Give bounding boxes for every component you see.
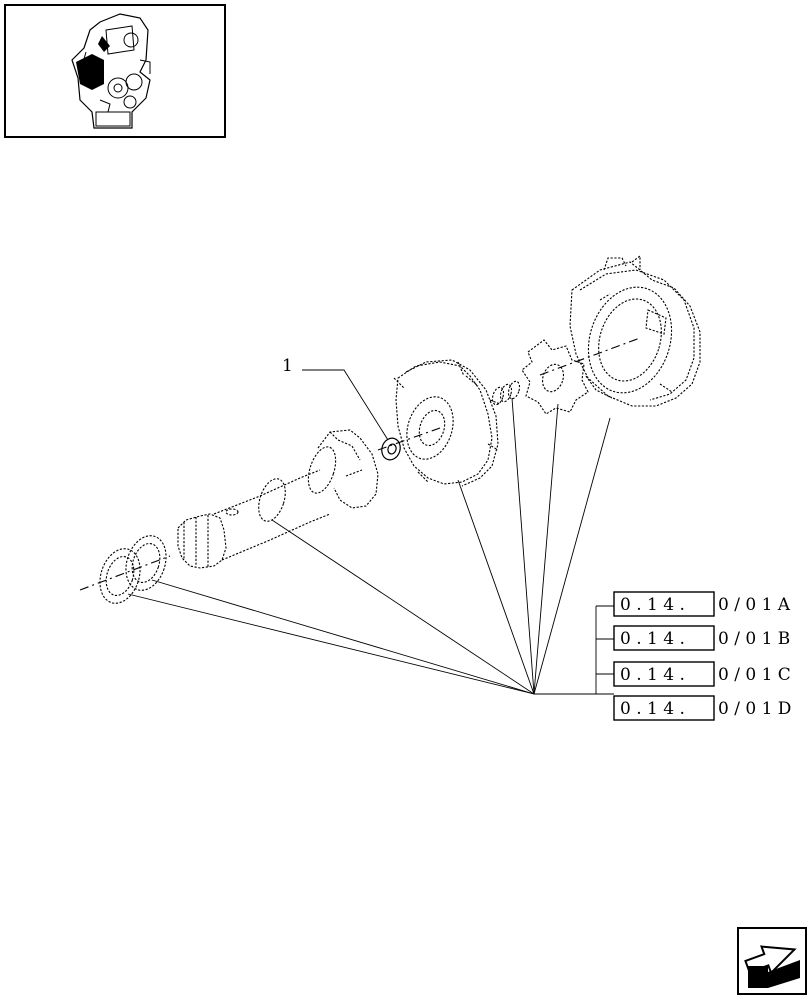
engine-thumbnail[interactable] <box>4 4 226 138</box>
reference-boxed-b: 0 . 1 4 . <box>620 629 685 649</box>
reference-boxed-a: 0 . 1 4 . <box>620 595 685 615</box>
reference-suffix-d: 0 / 0 1 D <box>718 699 791 719</box>
assembly-axis <box>79 337 641 591</box>
reference-row-b[interactable]: 0 . 1 4 . 0 / 0 1 B <box>613 625 790 651</box>
reference-leaders <box>127 397 614 695</box>
thrust-washers <box>99 535 167 604</box>
reference-box-a <box>613 591 715 617</box>
outer-rotor-housing <box>569 254 701 407</box>
reference-row-c[interactable]: 0 . 1 4 . 0 / 0 1 C <box>613 661 791 687</box>
reference-box-c <box>613 661 715 687</box>
pump-cover <box>393 359 501 487</box>
reference-box-d <box>613 695 715 721</box>
reference-box-b <box>613 625 715 651</box>
inner-rotor <box>521 339 589 415</box>
reference-suffix-a: 0 / 0 1 A <box>718 595 791 615</box>
reference-row-d[interactable]: 0 . 1 4 . 0 / 0 1 D <box>613 695 791 721</box>
reference-boxed-c: 0 . 1 4 . <box>620 665 685 685</box>
callout-1-leader <box>302 369 389 441</box>
reference-suffix-c: 0 / 0 1 C <box>718 665 791 685</box>
reference-row-a[interactable]: 0 . 1 4 . 0 / 0 1 A <box>613 591 791 617</box>
reference-boxed-d: 0 . 1 4 . <box>620 699 685 719</box>
engine-thumbnail-icon <box>71 13 151 129</box>
next-page-arrow-icon <box>744 945 800 988</box>
reference-suffix-b: 0 / 0 1 B <box>718 629 790 649</box>
pump-shaft <box>177 429 379 569</box>
callout-1-label: 1 <box>282 356 293 376</box>
item-1-washer <box>381 437 401 461</box>
next-page-button[interactable] <box>737 927 807 995</box>
